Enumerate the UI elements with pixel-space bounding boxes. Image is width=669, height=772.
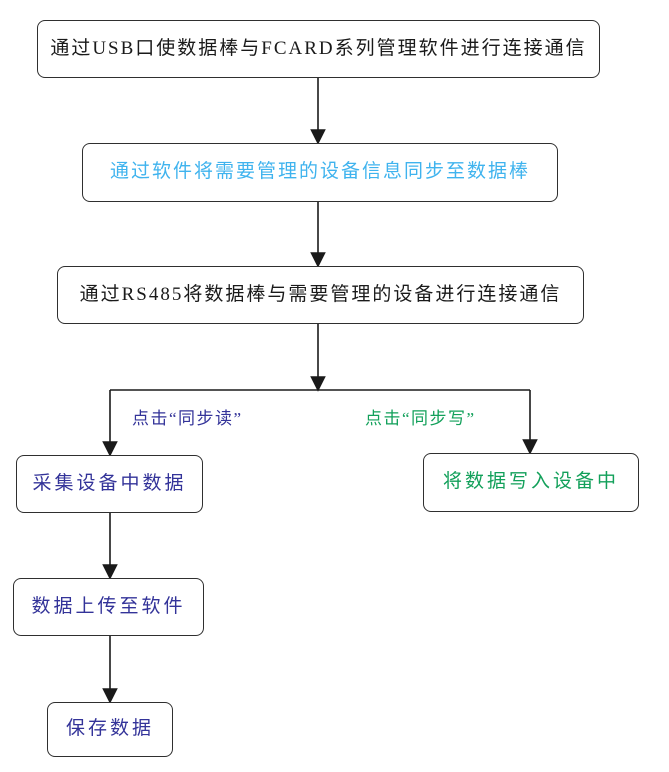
node-rs485-connect: 通过RS485将数据棒与需要管理的设备进行连接通信 xyxy=(57,266,584,324)
arrowhead-sync-to-rs485 xyxy=(310,252,326,268)
arrowhead-rs485-to-branch xyxy=(310,376,326,392)
node-collect-data: 采集设备中数据 xyxy=(16,455,203,513)
arrowhead-branch-to-write xyxy=(522,439,538,455)
edge-label-sync-write: 点击“同步写” xyxy=(365,409,476,428)
arrowhead-usb-to-sync xyxy=(310,129,326,145)
node-usb-connect: 通过USB口使数据棒与FCARD系列管理软件进行连接通信 xyxy=(37,20,600,78)
node-sync-device-info: 通过软件将需要管理的设备信息同步至数据棒 xyxy=(82,143,558,202)
arrowhead-branch-to-collect xyxy=(102,441,118,457)
arrowhead-collect-to-upload xyxy=(102,564,118,580)
node-save-data: 保存数据 xyxy=(47,702,173,757)
arrowhead-upload-to-save xyxy=(102,688,118,704)
edge-label-sync-read: 点击“同步读” xyxy=(132,409,243,428)
node-upload-data: 数据上传至软件 xyxy=(13,578,204,636)
node-write-data: 将数据写入设备中 xyxy=(423,453,639,512)
